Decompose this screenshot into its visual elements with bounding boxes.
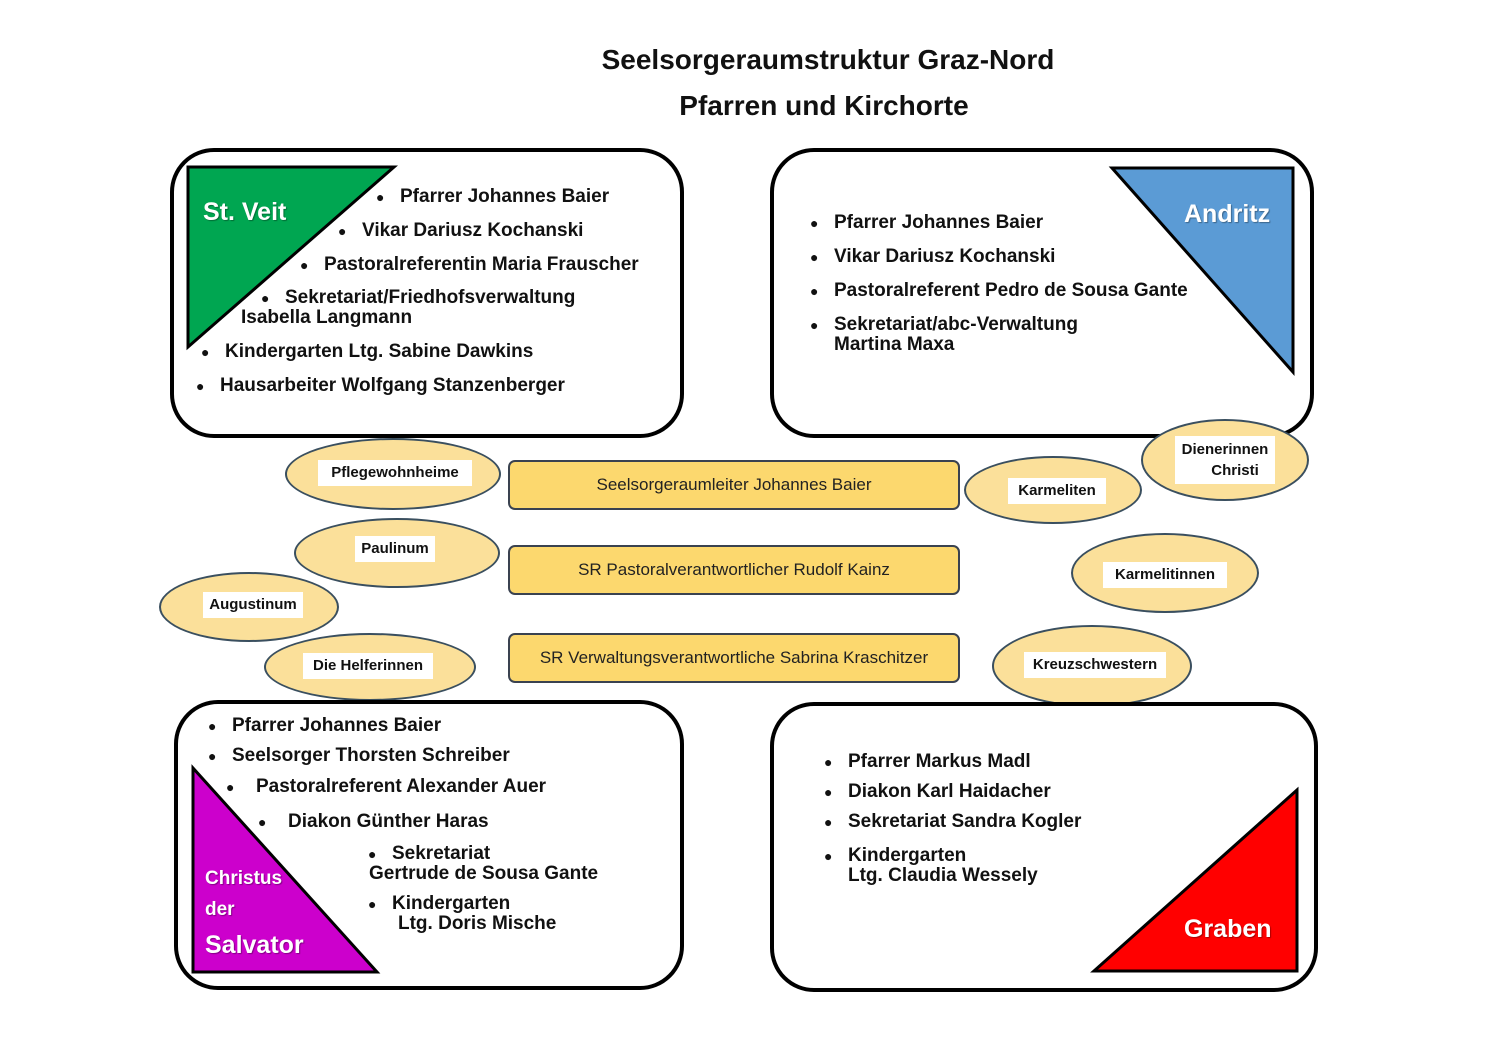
kirchort-label-kreuzschwestern: Kreuzschwestern [1024, 652, 1166, 678]
andritz-member: ●Pfarrer Johannes Baier [810, 212, 1044, 233]
salvator-member: ●Pastoralreferent Alexander Auer [226, 776, 547, 797]
bullet-icon: ● [368, 896, 377, 912]
salvator-member-line2: Gertrude de Sousa Gante [369, 863, 599, 884]
parish-name-graben: Graben [1184, 915, 1272, 943]
graben-member: ●Kindergarten [824, 845, 967, 866]
st-veit-member: ●Pastoralreferentin Maria Frauscher [300, 254, 639, 275]
andritz-triangle [1108, 166, 1295, 376]
bullet-icon: ● [258, 814, 267, 830]
bullet-icon: ● [810, 249, 819, 265]
salvator-member: ●Pfarrer Johannes Baier [208, 715, 442, 736]
bullet-icon: ● [810, 215, 819, 231]
kirchort-label-dienerinnen-christi: Dienerinnen Christi [1175, 436, 1275, 484]
st-veit-member: ●Sekretariat/Friedhofsverwaltung [261, 287, 576, 308]
andritz-member: ●Vikar Dariusz Kochanski [810, 246, 1056, 267]
graben-triangle [1090, 786, 1299, 973]
parish-name-salvator-line3: Salvator [205, 931, 304, 959]
leader-box-pastoralverantwortlicher: SR Pastoralverantwortlicher Rudolf Kainz [508, 545, 960, 595]
graben-member: ●Pfarrer Markus Madl [824, 751, 1031, 772]
st-veit-member-line2: Isabella Langmann [241, 307, 413, 328]
bullet-icon: ● [226, 779, 235, 795]
st-veit-member: ●Kindergarten Ltg. Sabine Dawkins [201, 341, 534, 362]
bullet-icon: ● [208, 748, 217, 764]
salvator-member: ●Kindergarten [368, 893, 511, 914]
st-veit-triangle [186, 165, 398, 351]
bullet-icon: ● [810, 283, 819, 299]
salvator-member-line2: Ltg. Doris Mische [398, 913, 557, 934]
bullet-icon: ● [201, 344, 210, 360]
st-veit-member: ●Pfarrer Johannes Baier [376, 186, 610, 207]
kirchort-ellipse-dienerinnen-christi [1141, 419, 1309, 501]
graben-member-line2: Ltg. Claudia Wessely [848, 865, 1038, 886]
parish-name-andritz: Andritz [1184, 200, 1271, 228]
bullet-icon: ● [300, 257, 309, 273]
kirchort-label-karmelitinnen: Karmelitinnen [1103, 562, 1227, 588]
bullet-icon: ● [824, 848, 833, 864]
parish-name-salvator-line1: Christus [205, 868, 283, 889]
salvator-member: ●Sekretariat [368, 843, 491, 864]
kirchort-label-paulinum: Paulinum [355, 536, 435, 562]
bullet-icon: ● [824, 814, 833, 830]
kirchort-label-die-helferinnen: Die Helferinnen [303, 653, 433, 679]
bullet-icon: ● [824, 784, 833, 800]
salvator-member: ●Seelsorger Thorsten Schreiber [208, 745, 510, 766]
bullet-icon: ● [208, 718, 217, 734]
kirchort-label-augustinum: Augustinum [203, 592, 303, 618]
parish-name-st-veit: St. Veit [203, 198, 287, 226]
parish-name-salvator-line2: der [205, 899, 235, 920]
graben-member: ●Sekretariat Sandra Kogler [824, 811, 1082, 832]
diagram-subtitle: Pfarren und Kirchorte [679, 90, 969, 121]
andritz-member: ●Pastoralreferent Pedro de Sousa Gante [810, 280, 1188, 301]
bullet-icon: ● [368, 846, 377, 862]
salvator-member: ●Diakon Günther Haras [258, 811, 489, 832]
parish-panel-graben [770, 702, 1318, 992]
leader-box-seelsorgeraumleiter: Seelsorgeraumleiter Johannes Baier [508, 460, 960, 510]
bullet-icon: ● [810, 317, 819, 333]
bullet-icon: ● [196, 378, 205, 394]
graben-member: ●Diakon Karl Haidacher [824, 781, 1051, 802]
kirchort-label-pflegewohnheime: Pflegewohnheime [318, 460, 472, 486]
bullet-icon: ● [824, 754, 833, 770]
bullet-icon: ● [338, 223, 347, 239]
andritz-member: ●Sekretariat/abc-Verwaltung [810, 314, 1078, 335]
bullet-icon: ● [261, 290, 270, 306]
leader-box-verwaltungsverantwortliche: SR Verwaltungsverantwortliche Sabrina Kr… [508, 633, 960, 683]
kirchort-ellipse-karmelitinnen [1071, 533, 1259, 613]
st-veit-member: ●Hausarbeiter Wolfgang Stanzenberger [196, 375, 565, 396]
andritz-member-line2: Martina Maxa [834, 334, 955, 355]
diagram-title: Seelsorgeraumstruktur Graz-Nord [601, 44, 1055, 75]
st-veit-member: ●Vikar Dariusz Kochanski [338, 220, 584, 241]
salvator-triangle [191, 764, 381, 974]
kirchort-label-karmeliten: Karmeliten [1008, 478, 1106, 504]
bullet-icon: ● [376, 189, 385, 205]
